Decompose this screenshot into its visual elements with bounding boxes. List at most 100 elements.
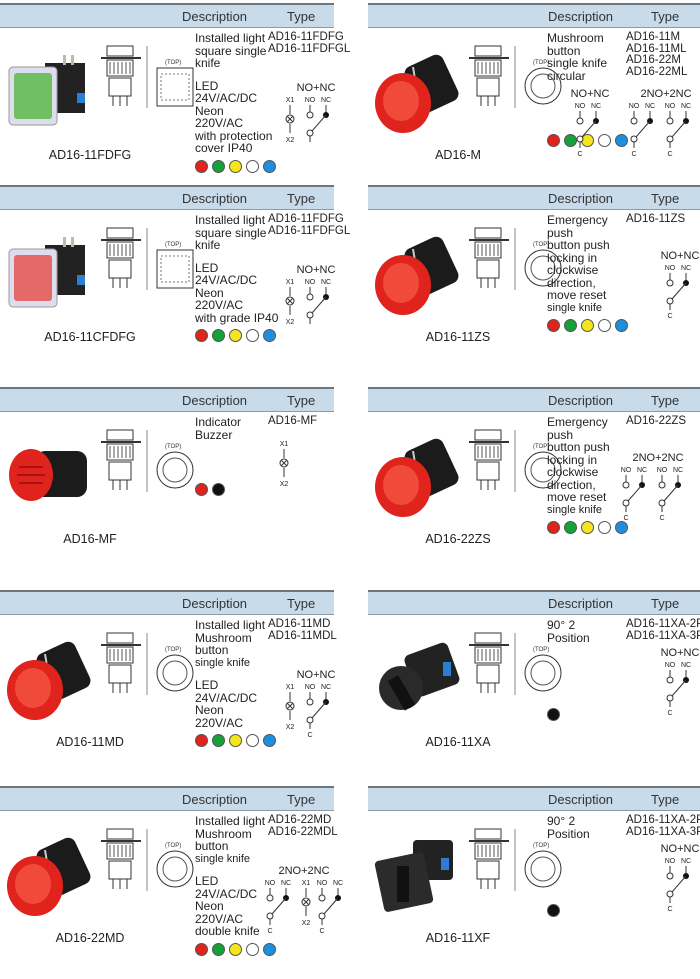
description-line: Mushroom (195, 826, 252, 841)
header-type: Type (287, 9, 316, 24)
product-name: AD16-11ZS (425, 330, 491, 344)
color-swatch-yellow (229, 942, 242, 956)
product-name: AD16-11FDFG (48, 148, 132, 162)
diagram-label: C (623, 515, 628, 522)
type-code: AD16-22ML (626, 65, 688, 78)
diagram-label: NO (305, 684, 316, 691)
color-swatch-white (246, 329, 259, 342)
product-name: AD16-11XA (425, 735, 491, 749)
voltage-line: LED (195, 78, 219, 93)
header-type: Type (287, 191, 316, 206)
description-line: locking in (547, 250, 598, 265)
header-description: Description (548, 191, 614, 206)
color-options (547, 904, 590, 917)
color-swatch-white (246, 734, 259, 747)
dimension-drawing: (TOP) (95, 222, 195, 302)
diagram-label: C (667, 313, 672, 320)
dimension-drawing: (TOP) (463, 424, 563, 504)
diagram-label: NO (629, 103, 640, 110)
diagram-label: NO (305, 279, 316, 286)
description-line: move reset (547, 288, 607, 302)
type-list: AD16-MF (268, 415, 317, 428)
type-list: AD16-11ZS (626, 213, 685, 226)
voltage-line: cover IP40 (195, 141, 253, 155)
diagram-label: NC (681, 265, 691, 272)
color-swatch-white (598, 134, 611, 147)
top-view-label: (TOP) (533, 647, 549, 653)
color-options (195, 159, 276, 173)
color-swatch-blue (263, 942, 276, 956)
description-line: single knife (547, 503, 603, 516)
product-name: AD16-11MD (56, 735, 124, 749)
header-description: Description (548, 792, 614, 807)
product-photo (5, 45, 95, 135)
header-type: Type (651, 792, 680, 807)
diagram-label: X1 (286, 684, 295, 691)
color-swatch-green (212, 159, 225, 173)
diagram-label: NC (645, 103, 655, 110)
header-description: Description (182, 9, 248, 24)
type-code: AD16-11FDFG (268, 31, 344, 43)
product-name: AD16-M (435, 148, 481, 162)
diagram-label: C (667, 710, 672, 717)
dimension-drawing: (TOP) (463, 627, 563, 707)
type-code: AD16-22MD (268, 814, 332, 826)
description-line: knife (195, 238, 221, 252)
color-swatch-white (246, 159, 259, 173)
voltage-line: LED (195, 678, 219, 692)
color-swatch-black (212, 483, 225, 496)
diagram-label: NO+NC (661, 843, 700, 855)
diagram-label: NO (657, 467, 668, 474)
dimension-drawing: (TOP) (95, 40, 195, 120)
voltage-line: double knife (195, 924, 260, 938)
header-description: Description (182, 191, 248, 206)
top-view-label: (TOP) (165, 60, 181, 66)
color-options (195, 483, 241, 496)
description-line: single knife (547, 301, 603, 314)
description-line: Indicator (195, 415, 242, 429)
voltage-line: LED (195, 874, 219, 888)
diagram-label: NC (681, 662, 691, 669)
diagram-label: NO+NC (297, 264, 336, 276)
description-line: button push (547, 440, 610, 454)
header-description: Description (182, 596, 248, 611)
diagram-label: C (307, 732, 312, 739)
color-swatch-blue (263, 159, 276, 173)
description-line: Installed light (195, 213, 266, 227)
type-code: AD16-11XA-3P (626, 825, 700, 838)
description-line: direction, (547, 275, 596, 290)
color-swatch-yellow (581, 319, 594, 332)
color-swatch-blue (615, 134, 628, 147)
description-line: direction, (547, 477, 596, 492)
top-view-label: (TOP) (533, 843, 549, 849)
product-photo (5, 828, 95, 918)
diagram-label: C (319, 928, 324, 935)
product-name: AD16-11XF (425, 931, 491, 945)
product-photo (5, 227, 95, 317)
description-line: Installed light (195, 814, 266, 828)
product-name: AD16-22ZS (425, 532, 491, 546)
description-line: Position (547, 826, 590, 841)
diagram-label: NC (673, 467, 683, 474)
color-swatch-blue (263, 734, 276, 747)
description-line: push (547, 225, 574, 240)
table-header: Description Type (0, 3, 334, 28)
description-line: Mushroom (195, 630, 252, 645)
product-photo (5, 632, 95, 722)
